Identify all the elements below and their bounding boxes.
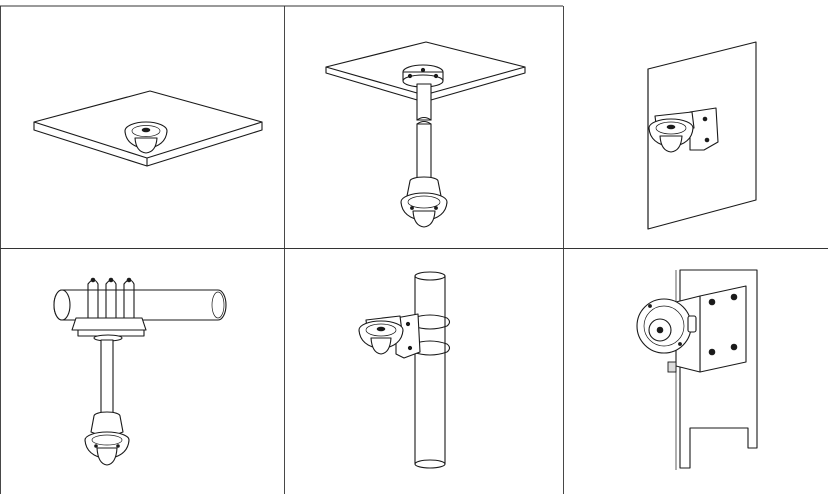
dome-camera-icon bbox=[124, 121, 168, 154]
panel-pendant-mount bbox=[325, 41, 526, 228]
dome-camera-icon bbox=[636, 298, 697, 354]
dome-camera-icon bbox=[84, 431, 130, 466]
dome-camera-icon bbox=[648, 118, 694, 153]
pole-icon bbox=[414, 271, 446, 469]
mount-bracket-icon bbox=[402, 64, 444, 88]
panel-corner-mount bbox=[636, 269, 758, 470]
mount-bracket-icon bbox=[71, 277, 147, 342]
dome-camera-icon bbox=[400, 192, 448, 228]
pendant-pipe bbox=[90, 339, 124, 437]
panel-wall-mount bbox=[647, 41, 757, 230]
dome-camera-icon bbox=[358, 320, 404, 355]
panel-pole-hanging-mount bbox=[53, 277, 227, 466]
panel-pole-mount bbox=[358, 271, 451, 469]
pipe-icon bbox=[53, 289, 227, 321]
panel-ceiling-mount bbox=[33, 90, 263, 167]
pendant-pipe bbox=[406, 83, 442, 201]
panel-grid bbox=[0, 5, 828, 494]
